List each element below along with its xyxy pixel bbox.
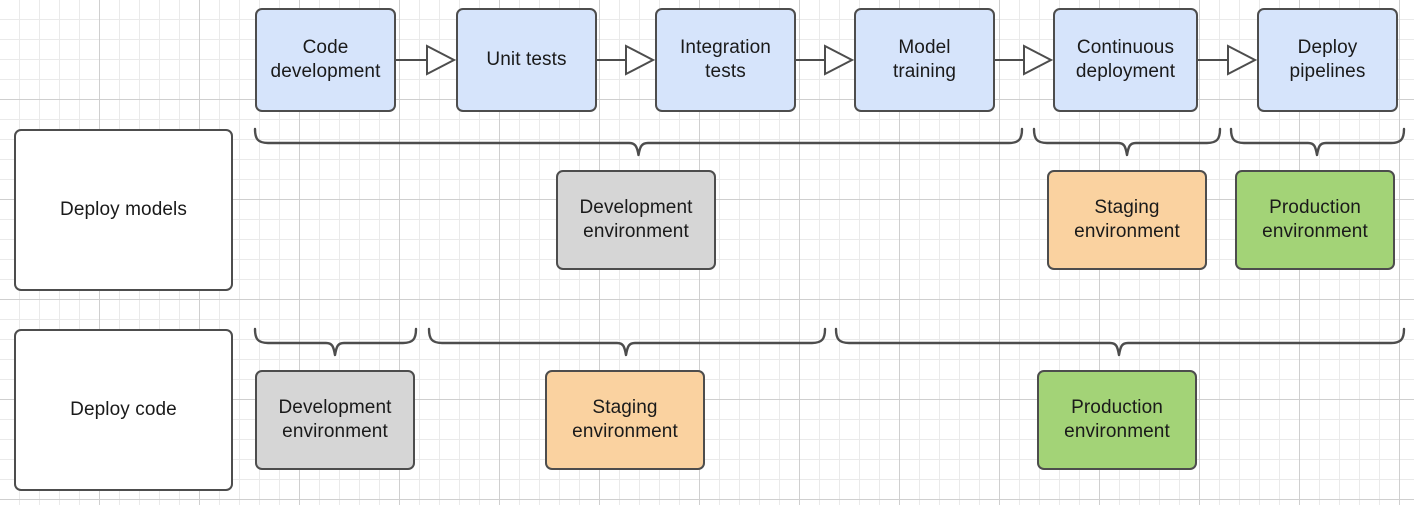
pipeline-node-model-training[interactable]: Model training [854, 8, 995, 112]
brace-deploy-code-staging [427, 327, 827, 362]
env-node-deploy-code-development[interactable]: Development environment [255, 370, 415, 470]
node-label: Development environment [579, 197, 693, 242]
pipeline-node-deploy-pipelines[interactable]: Deploy pipelines [1257, 8, 1398, 112]
arrow-continuous-deployment-to-deploy-pipelines [1198, 43, 1258, 77]
node-label: Continuous deployment [1075, 37, 1176, 82]
row-label-text: Deploy code [70, 399, 177, 421]
brace-deploy-code-development [253, 327, 418, 362]
env-node-deploy-code-production[interactable]: Production environment [1037, 370, 1197, 470]
arrow-unit-tests-to-integration-tests [597, 43, 656, 77]
node-label: Deploy pipelines [1289, 37, 1366, 82]
node-label: Model training [892, 37, 957, 82]
node-label: Staging environment [572, 397, 678, 442]
env-node-deploy-models-production[interactable]: Production environment [1235, 170, 1395, 270]
arrow-model-training-to-continuous-deployment [995, 43, 1054, 77]
node-label: Unit tests [486, 49, 567, 71]
brace-deploy-code-production [834, 327, 1406, 362]
pipeline-node-unit-tests[interactable]: Unit tests [456, 8, 597, 112]
row-label-deploy-models[interactable]: Deploy models [14, 129, 233, 291]
node-label: Development environment [278, 397, 392, 442]
brace-deploy-models-development [253, 127, 1024, 162]
arrow-integration-tests-to-model-training [796, 43, 855, 77]
env-node-deploy-models-staging[interactable]: Staging environment [1047, 170, 1207, 270]
env-node-deploy-models-development[interactable]: Development environment [556, 170, 716, 270]
node-label: Code development [270, 37, 381, 82]
brace-deploy-models-production [1229, 127, 1406, 162]
node-label: Integration tests [680, 37, 771, 82]
pipeline-node-code-development[interactable]: Code development [255, 8, 396, 112]
row-label-text: Deploy models [60, 199, 187, 221]
node-label: Production environment [1064, 397, 1170, 442]
env-node-deploy-code-staging[interactable]: Staging environment [545, 370, 705, 470]
pipeline-node-continuous-deployment[interactable]: Continuous deployment [1053, 8, 1198, 112]
node-label: Staging environment [1074, 197, 1180, 242]
brace-deploy-models-staging [1032, 127, 1222, 162]
row-label-deploy-code[interactable]: Deploy code [14, 329, 233, 491]
node-label: Production environment [1262, 197, 1368, 242]
pipeline-node-integration-tests[interactable]: Integration tests [655, 8, 796, 112]
arrow-code-development-to-unit-tests [396, 43, 457, 77]
